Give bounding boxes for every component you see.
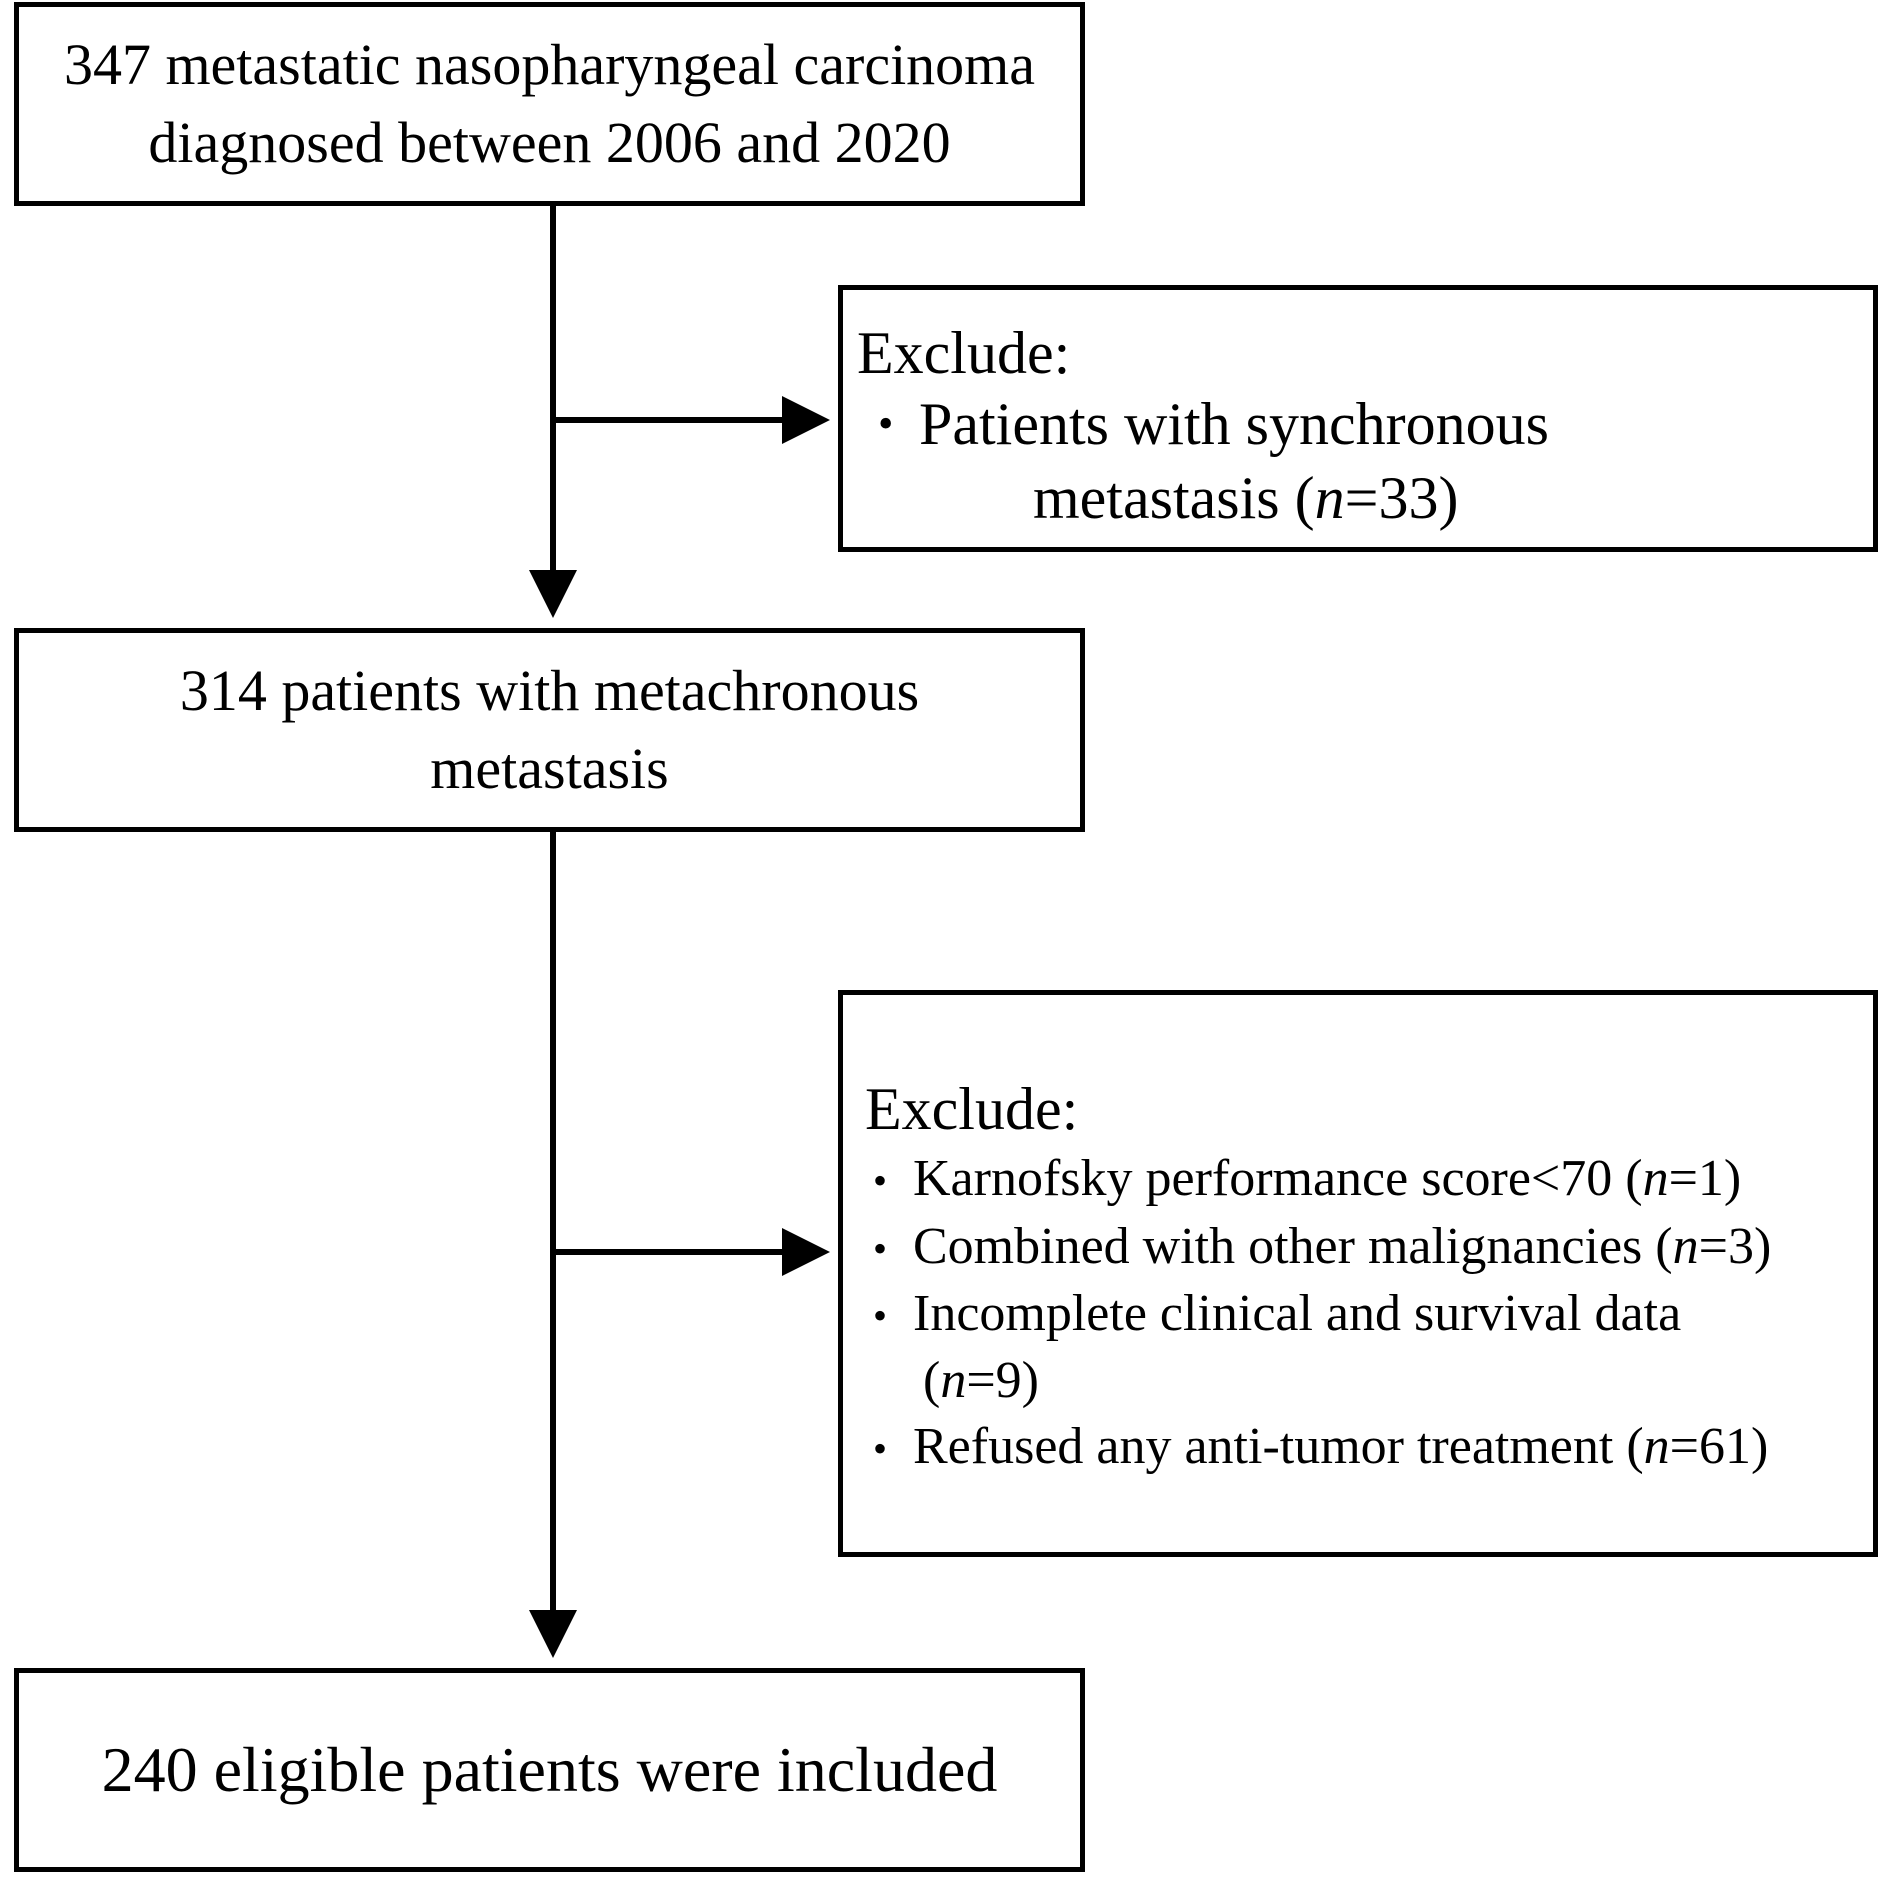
exclude-2-item-karnofsky: Karnofsky performance score<70 (n=1): [913, 1145, 1741, 1213]
exclude-2-item-refused-n: n: [1643, 1418, 1670, 1475]
exclude-2-item-incomplete-data-cont: (n=9): [923, 1347, 1039, 1415]
exclude-2-bullet-3: •: [873, 1293, 888, 1338]
metachronous-line-2: metastasis: [430, 736, 669, 801]
start-line-1: 347 metastatic nasopharyngeal carcinoma: [63, 32, 1036, 97]
start-line-2: diagnosed between 2006 and 2020: [148, 110, 951, 175]
final-box: 240 eligible patients were included: [14, 1668, 1085, 1872]
exclude-2-item-malignancies: Combined with other malignancies (n=3): [913, 1213, 1771, 1281]
exclude-box-1: Exclude: • Patients with synchronous met…: [838, 285, 1878, 552]
exclude-2-item-incomplete-n: n: [940, 1352, 967, 1409]
exclude-2-item-incomplete-value: =9): [966, 1352, 1039, 1409]
exclude-2-item-karnofsky-n: n: [1642, 1150, 1669, 1207]
exclude-2-item-refused-treatment: Refused any anti-tumor treatment (n=61): [913, 1413, 1768, 1481]
exclude-2-item-karnofsky-text: Karnofsky performance score<70 (: [913, 1150, 1643, 1207]
exclude-box-2: Exclude: • Karnofsky performance score<7…: [838, 990, 1878, 1557]
exclude-1-bullet: •: [878, 399, 894, 448]
exclude-2-item-malignancies-text: Combined with other malignancies (: [913, 1218, 1673, 1275]
exclude-2-item-refused-value: =61): [1669, 1418, 1769, 1475]
metachronous-box: 314 patients with metachronous metastasi…: [14, 628, 1085, 832]
exclude-1-item-line-2-text: metastasis (: [1033, 465, 1315, 531]
exclude-2-item-malignancies-n: n: [1672, 1218, 1699, 1275]
exclude-2-bullet-2: •: [873, 1226, 888, 1271]
exclude-2-bullet-1: •: [873, 1158, 888, 1203]
exclude-2-item-karnofsky-value: =1): [1668, 1150, 1742, 1207]
exclude-2-heading: Exclude:: [865, 1076, 1079, 1142]
final-text: 240 eligible patients were included: [101, 1734, 998, 1805]
exclude-2-bullet-4: •: [873, 1426, 888, 1471]
metachronous-line-1: 314 patients with metachronous: [179, 658, 920, 723]
exclude-1-item-n-symbol: n: [1314, 465, 1345, 531]
exclude-1-item-line-2: metastasis (n=33): [1033, 460, 1458, 536]
start-box: 347 metastatic nasopharyngeal carcinoma …: [14, 2, 1085, 206]
exclude-2-item-incomplete-data: Incomplete clinical and survival data: [913, 1285, 1682, 1342]
exclude-2-item-incomplete-prefix: (: [923, 1352, 941, 1409]
exclude-1-item-value: =33): [1344, 465, 1459, 531]
exclude-2-item-malignancies-value: =3): [1698, 1218, 1772, 1275]
exclude-1-item-line-1: Patients with synchronous: [919, 391, 1549, 457]
exclude-1-heading: Exclude:: [857, 320, 1071, 386]
exclude-2-item-refused-text: Refused any anti-tumor treatment (: [913, 1418, 1644, 1475]
